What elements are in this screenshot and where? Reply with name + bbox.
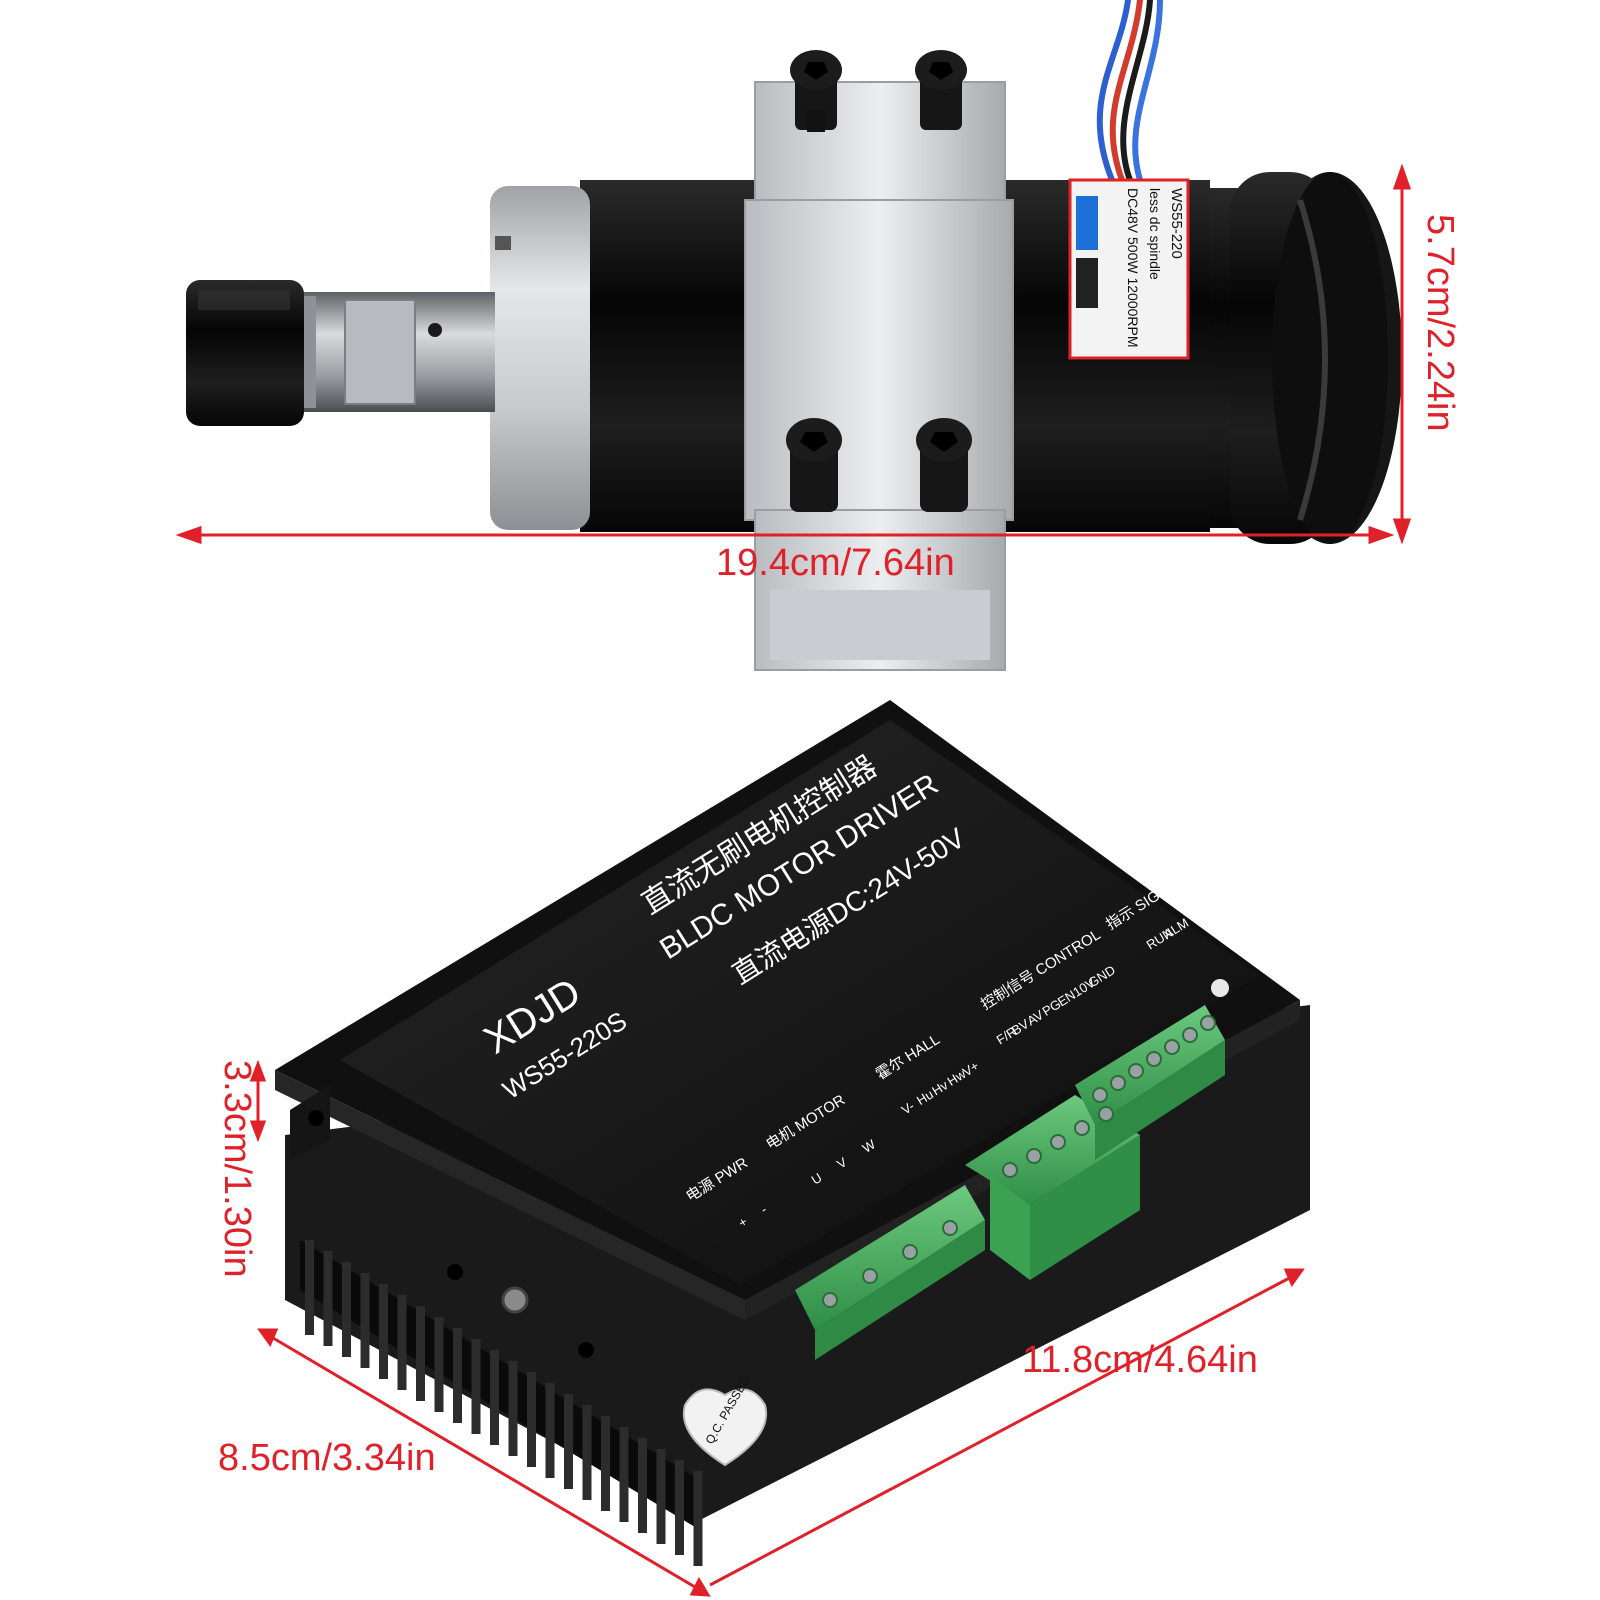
terminal-screw xyxy=(902,1244,918,1260)
spindle-dimension-lines xyxy=(175,163,1412,545)
heatsink-fin xyxy=(527,1372,536,1467)
driver-top-panel xyxy=(340,720,1260,1285)
terminal-screw xyxy=(1110,1075,1126,1091)
terminal-screw xyxy=(822,1292,838,1308)
heatsink-fin xyxy=(416,1306,425,1401)
terminal-screw xyxy=(1128,1063,1144,1079)
terminal-screw xyxy=(1002,1162,1018,1178)
terminal-screw xyxy=(1074,1120,1090,1136)
heatsink-fins xyxy=(305,1240,703,1566)
pin-label-power: - xyxy=(758,1202,770,1217)
heatsink-fin xyxy=(453,1328,462,1423)
spindle-diameter-label: 5.7cm/2.24in xyxy=(1419,214,1461,432)
heatsink-fin xyxy=(397,1295,407,1390)
heatsink-fin xyxy=(490,1350,499,1445)
heatsink-fin xyxy=(619,1427,629,1522)
terminal-screw xyxy=(1182,1027,1198,1043)
terminal-screw xyxy=(1050,1134,1066,1150)
heatsink-fin xyxy=(323,1251,333,1346)
terminal-screw xyxy=(1200,1015,1216,1031)
heatsink-fin xyxy=(675,1460,684,1555)
driver-height-label: 3.3cm/1.30in xyxy=(216,1060,258,1278)
clamp-bolts xyxy=(786,50,972,512)
pin-label-hall: Hu xyxy=(914,1086,936,1108)
heatsink-fin xyxy=(305,1240,314,1335)
motor-wires xyxy=(1096,0,1163,183)
terminal-screw xyxy=(1098,1106,1114,1122)
spindle-shaft xyxy=(290,292,495,412)
spindle-motor: WS55-220 less dc spindle DC48V 500W 1200… xyxy=(186,0,1402,671)
heatsink-fin xyxy=(434,1317,444,1412)
heatsink-fin xyxy=(638,1438,647,1533)
heatsink-fin xyxy=(508,1361,518,1456)
terminal-screw xyxy=(1164,1039,1180,1055)
motor-rating-text: DC48V 500W 12000RPM xyxy=(1125,188,1141,348)
heatsink-fin xyxy=(471,1339,481,1434)
terminal-screw xyxy=(1146,1051,1162,1067)
terminal-screw xyxy=(862,1268,878,1284)
motor-type-text: less dc spindle xyxy=(1147,188,1163,280)
motor-model-text: WS55-220 xyxy=(1168,188,1185,259)
heatsink-fin xyxy=(379,1284,388,1379)
terminal-screw xyxy=(942,1220,958,1236)
front-cap xyxy=(490,186,590,530)
status-led xyxy=(1211,979,1229,997)
driver-dimension-lines xyxy=(249,1059,1305,1597)
motor-label-sticker: WS55-220 less dc spindle DC48V 500W 1200… xyxy=(1068,178,1190,360)
driver-width-label: 8.5cm/3.34in xyxy=(218,1437,436,1479)
heatsink-fin xyxy=(545,1383,555,1478)
pin-label-hall: Hv xyxy=(929,1077,951,1098)
pin-label-hall: V+ xyxy=(960,1058,982,1079)
mount-clamp xyxy=(744,81,1014,671)
driver-length-label: 11.8cm/4.64in xyxy=(1022,1339,1258,1381)
heatsink-fin xyxy=(693,1471,703,1566)
spindle-length-label: 19.4cm/7.64in xyxy=(716,542,955,584)
heatsink-fin xyxy=(342,1262,351,1357)
rear-end-cap xyxy=(1198,172,1402,544)
collet-nut xyxy=(186,280,304,426)
heatsink-fin xyxy=(582,1405,592,1500)
power-motor-terminal xyxy=(795,1185,985,1360)
heatsink-fin xyxy=(360,1273,370,1368)
terminal-screw xyxy=(1092,1087,1108,1103)
heatsink-fin xyxy=(656,1449,666,1544)
heatsink-fin xyxy=(601,1416,610,1511)
heatsink-fin xyxy=(564,1394,573,1489)
motor-driver: XDJD WS55-220S 直流无刷电机控制器 BLDC MOTOR DRIV… xyxy=(275,700,1310,1566)
terminal-screw xyxy=(1026,1148,1042,1164)
terminal-screws xyxy=(822,1015,1216,1308)
ground-screw xyxy=(501,1286,529,1314)
